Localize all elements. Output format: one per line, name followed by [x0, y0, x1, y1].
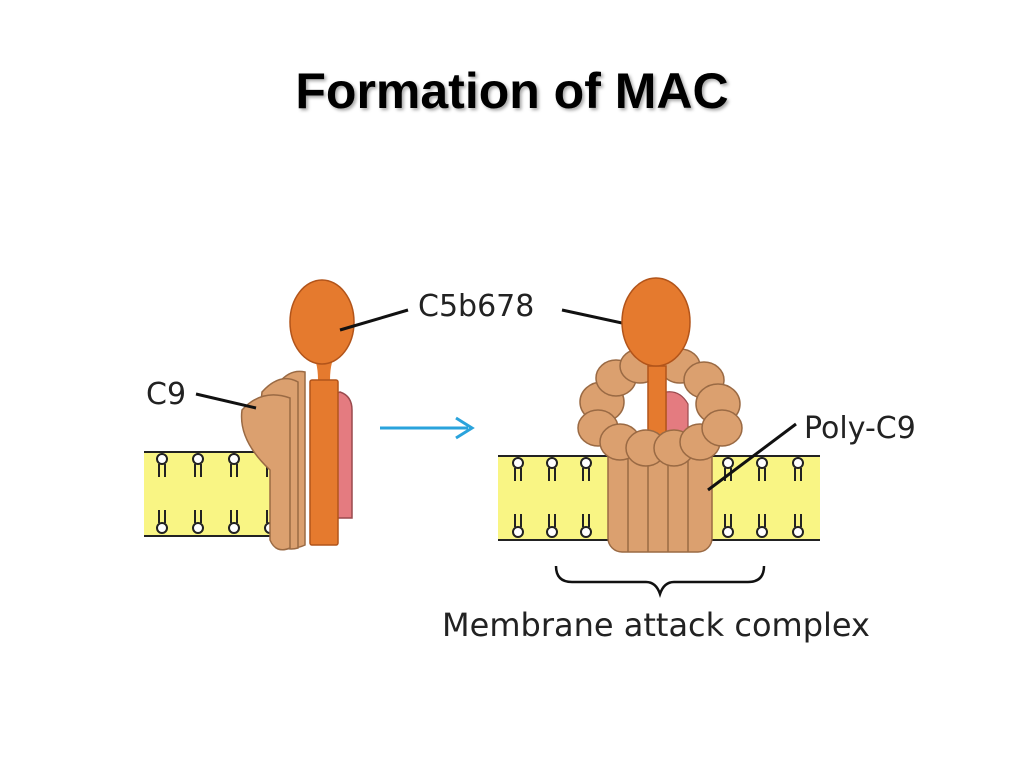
c9-label: C9: [146, 377, 186, 412]
c5b678-label: C5b678: [418, 289, 534, 324]
left-c9-subunit: [240, 370, 306, 551]
right-arrow-icon: [380, 416, 475, 440]
left-c5b678-complex: [289, 279, 355, 546]
mac-label: Membrane attack complex: [442, 606, 870, 644]
poly-c9-label: Poly-C9: [804, 411, 916, 446]
slide-title: Formation of MAC: [295, 63, 729, 119]
c5b678-label-group: C5b678: [339, 289, 637, 332]
curly-brace-icon: [554, 565, 766, 598]
poly-c9-label-group: Poly-C9: [707, 411, 916, 492]
right-c5b678-complex: [621, 277, 691, 447]
c9-label-group: C9: [146, 377, 257, 412]
poly-c9-front-ring: [577, 409, 743, 467]
